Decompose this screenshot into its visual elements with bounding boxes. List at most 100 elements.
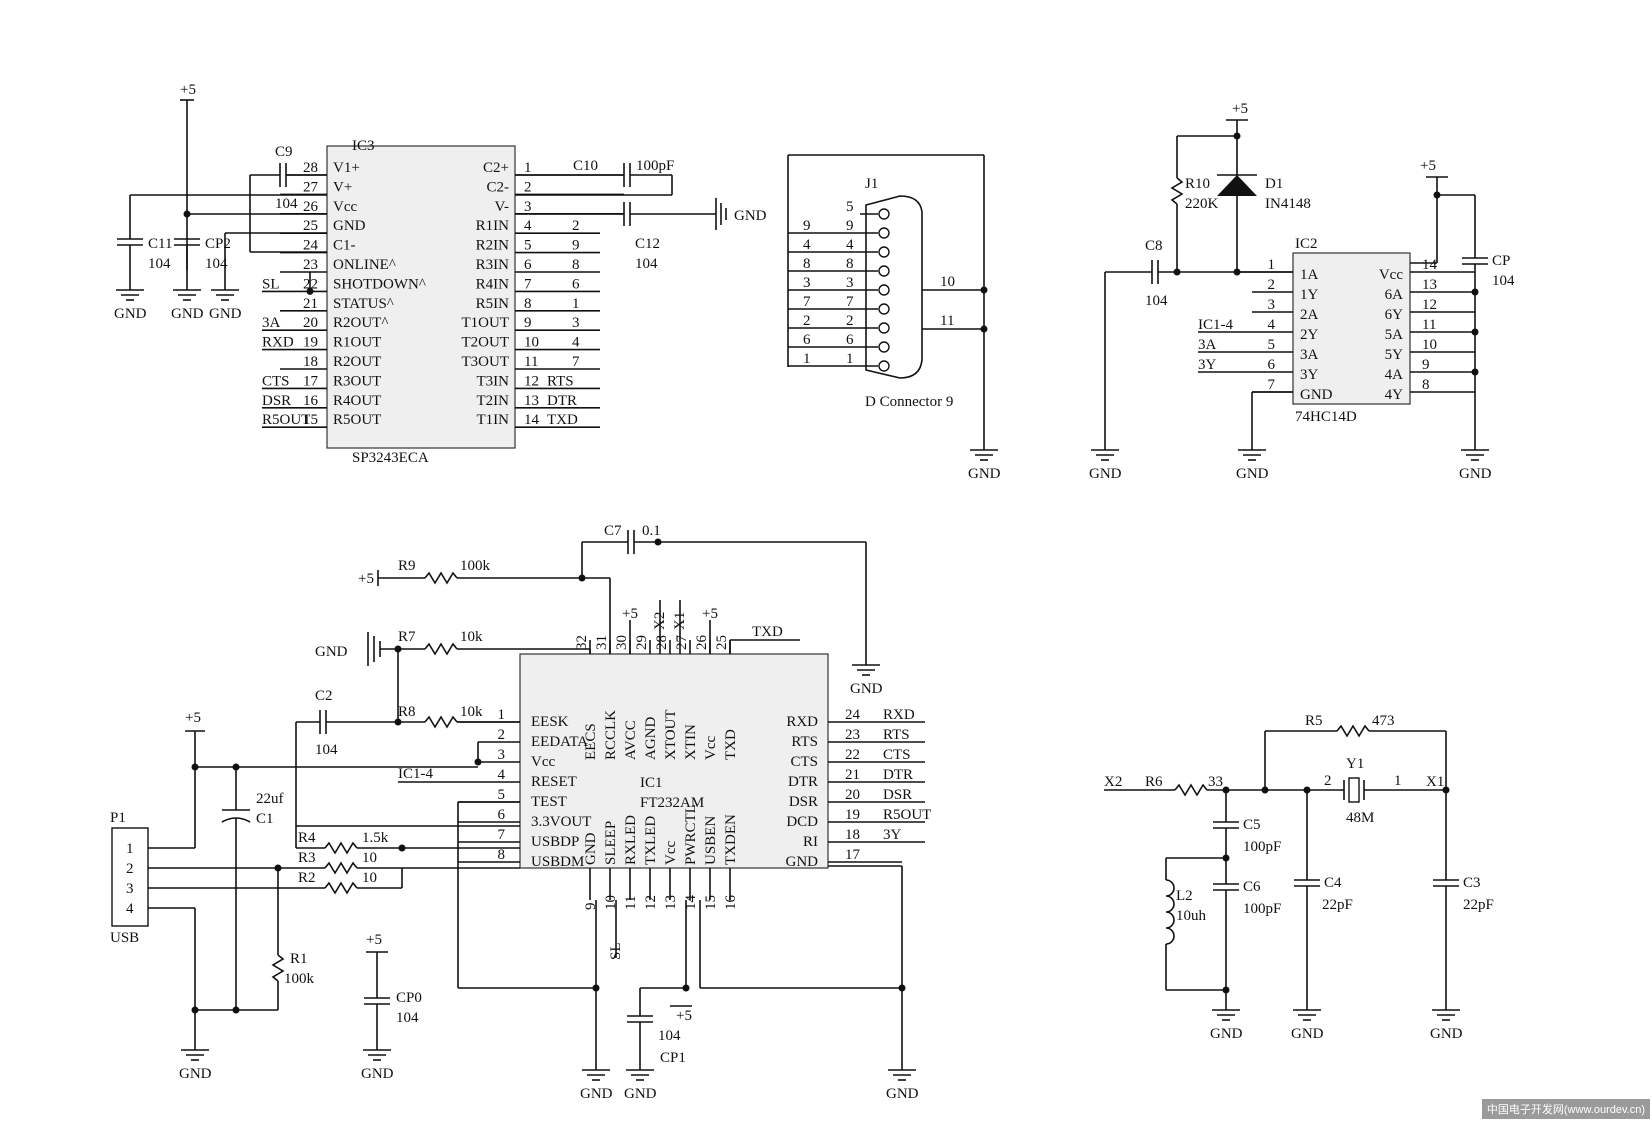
ic1-pin-name: TEST bbox=[531, 794, 567, 810]
ic3-pin-number: 11 bbox=[524, 354, 538, 370]
ic2-pin-name: 3Y bbox=[1300, 367, 1319, 383]
ic3-pin-number: 18 bbox=[303, 354, 318, 370]
ic3-pin-name: T2IN bbox=[477, 393, 510, 409]
svg-text:C11: C11 bbox=[148, 236, 172, 252]
ic3-pin-number: 5 bbox=[524, 238, 532, 254]
ic3-pin-number: 15 bbox=[303, 412, 318, 428]
svg-text:100k: 100k bbox=[460, 558, 491, 574]
svg-text:C10: C10 bbox=[573, 158, 598, 174]
svg-text:C8: C8 bbox=[1145, 238, 1163, 254]
ic3-pin-name: R2OUT bbox=[333, 354, 381, 370]
svg-text:+5: +5 bbox=[676, 1008, 692, 1024]
vcc-label: +5 bbox=[180, 82, 196, 98]
svg-text:104: 104 bbox=[205, 256, 228, 272]
ic1-pin-name: USBDM bbox=[531, 854, 584, 870]
r7 bbox=[424, 642, 458, 656]
gnd-c4: GND bbox=[1291, 1009, 1324, 1042]
j1-pin-contact bbox=[878, 303, 890, 315]
ic1-pin-number: 28 bbox=[654, 635, 670, 650]
ic2-pin-name: 2A bbox=[1300, 307, 1319, 323]
svg-text:+5: +5 bbox=[185, 710, 201, 726]
gnd-ic1-right: GND bbox=[886, 1069, 919, 1102]
ic1-pin-name: DTR bbox=[788, 774, 818, 790]
ic2-pin-name: 1A bbox=[1300, 267, 1319, 283]
svg-text:C5: C5 bbox=[1243, 817, 1261, 833]
ic3-net-label: DTR bbox=[547, 393, 577, 409]
svg-text:10k: 10k bbox=[460, 629, 483, 645]
ic3-pin-name: ONLINE^ bbox=[333, 257, 396, 273]
ic3-pin-name: C1- bbox=[333, 238, 356, 254]
ic2-pin-name: 3A bbox=[1300, 347, 1319, 363]
ic3-pin-name: V+ bbox=[333, 179, 352, 195]
ic3-pin-number: 10 bbox=[524, 335, 539, 351]
gnd-cp1: GND bbox=[624, 1069, 657, 1102]
svg-text:R5: R5 bbox=[1305, 713, 1323, 729]
gnd-c8: GND bbox=[1089, 449, 1122, 482]
ic3-pin-name: R1OUT bbox=[333, 335, 381, 351]
svg-text:10: 10 bbox=[362, 850, 377, 866]
svg-text:C12: C12 bbox=[635, 236, 660, 252]
ic3-pin-number: 2 bbox=[524, 179, 532, 195]
svg-text:X2: X2 bbox=[1104, 774, 1122, 790]
ic3-pin-number: 25 bbox=[303, 218, 318, 234]
ic1-pin-name: RI bbox=[803, 834, 818, 850]
gnd-label: GND bbox=[171, 306, 204, 322]
ic3-pin-number: 17 bbox=[303, 373, 319, 389]
ic3-pin-number: 20 bbox=[303, 315, 318, 331]
ic2-pin-number: 11 bbox=[1422, 317, 1436, 333]
svg-text:C9: C9 bbox=[275, 144, 293, 160]
ic2-part: 74HC14D bbox=[1295, 409, 1357, 425]
ic1-pin-name: 3.3VOUT bbox=[531, 814, 591, 830]
ic3-pin-number: 13 bbox=[524, 393, 539, 409]
ic1-pin-number: 9 bbox=[583, 903, 599, 911]
ic2-pin-name: 1Y bbox=[1300, 287, 1319, 303]
j1-pin-number: 5 bbox=[846, 199, 854, 215]
ic2-pin-number: 14 bbox=[1422, 257, 1438, 273]
gnd-label: GND bbox=[361, 1066, 394, 1082]
ic1-pin-number: 25 bbox=[714, 635, 730, 650]
ic1-pin-name: RESET bbox=[531, 774, 577, 790]
ic3-pin-number: 26 bbox=[303, 199, 319, 215]
ic3-pin-name: T3IN bbox=[477, 373, 510, 389]
ic1-pin-name: AGND bbox=[643, 717, 659, 760]
ic2-designator: IC2 bbox=[1295, 236, 1318, 252]
ic1-pin-number: 4 bbox=[498, 767, 506, 783]
ic3-pin-name: R3IN bbox=[476, 257, 510, 273]
ic1-pin-name: AVCC bbox=[623, 720, 639, 760]
ic3-pin-number: 4 bbox=[524, 218, 532, 234]
svg-text:C1: C1 bbox=[256, 811, 274, 827]
svg-text:CP1: CP1 bbox=[660, 1050, 686, 1066]
svg-text:CP: CP bbox=[1492, 253, 1510, 269]
ic1-top-net: +5 bbox=[622, 606, 638, 622]
ic1-pin-name: EESK bbox=[531, 714, 569, 730]
ic1-pin-number: 23 bbox=[845, 727, 860, 743]
gnd-label: GND bbox=[1236, 466, 1269, 482]
ic3-conn-number: 8 bbox=[572, 257, 580, 273]
ic3-pin-name: Vcc bbox=[333, 199, 357, 215]
ic1-net-label: RTS bbox=[883, 727, 910, 743]
ic3-pin-number: 6 bbox=[524, 257, 532, 273]
gnd-label: GND bbox=[1089, 466, 1122, 482]
svg-text:Y1: Y1 bbox=[1346, 756, 1364, 772]
ic3-pin-number: 14 bbox=[524, 412, 540, 428]
gnd-cp0: GND bbox=[361, 1049, 394, 1082]
ic1-designator: IC1 bbox=[640, 775, 663, 791]
ic3-pin-name: V- bbox=[495, 199, 509, 215]
ic1-pin-name: SLEEP bbox=[603, 821, 619, 865]
ic1-pin-number: 17 bbox=[845, 847, 861, 863]
gnd-label: GND bbox=[1430, 1026, 1463, 1042]
gnd-label: GND bbox=[968, 466, 1001, 482]
gnd-ic1-left: GND bbox=[580, 1069, 613, 1102]
ic3-pin-name: T2OUT bbox=[462, 335, 510, 351]
ic1-pin-number: 32 bbox=[574, 635, 590, 650]
ic1-pin-name: DSR bbox=[789, 794, 818, 810]
svg-text:D1: D1 bbox=[1265, 176, 1283, 192]
ic3-pin-number: 21 bbox=[303, 296, 318, 312]
svg-text:R7: R7 bbox=[398, 629, 416, 645]
ic3-net-label: SL bbox=[262, 276, 280, 292]
ic3-conn-number: 7 bbox=[572, 354, 580, 370]
ic1-pin-name: RTS bbox=[791, 734, 818, 750]
ic1-top-net: +5 bbox=[702, 606, 718, 622]
